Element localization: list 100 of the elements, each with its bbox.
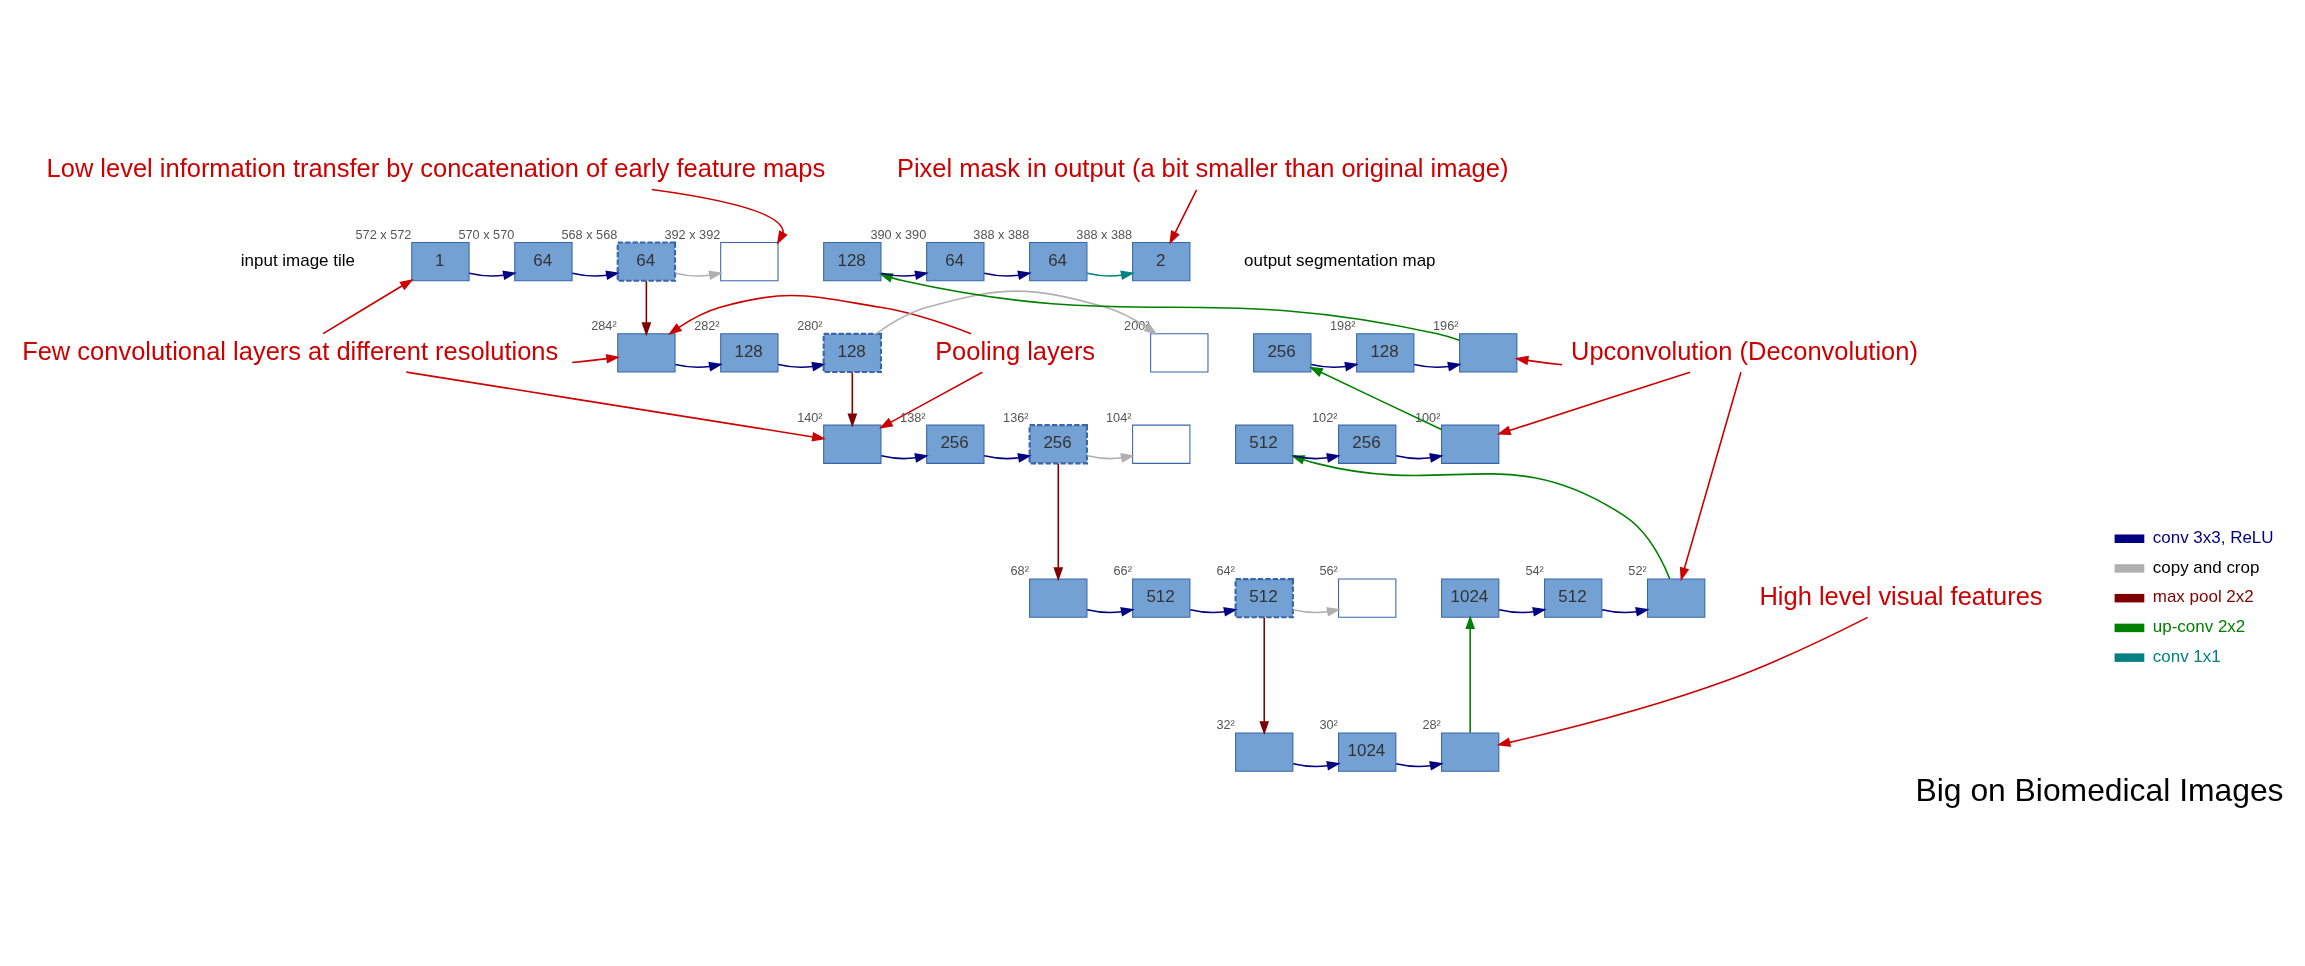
caption: Big on Biomedical Images — [1915, 771, 2284, 808]
arrow — [322, 278, 414, 335]
legend-label: max pool 2x2 — [2152, 587, 2254, 607]
node-label: 388 x 388 — [1076, 226, 1133, 242]
node-label: 56² — [1319, 563, 1338, 579]
arrow — [1310, 361, 1359, 372]
node-text: High level visual features — [1759, 581, 2043, 610]
node-bar — [1235, 732, 1294, 772]
node-label: 138² — [900, 409, 926, 425]
node-box: 128 — [822, 332, 883, 374]
arrow — [1292, 607, 1341, 617]
node-text: Low level information transfer by concatenation of early feature maps — [46, 153, 826, 182]
node-label: 100² — [1414, 409, 1441, 425]
arrow — [847, 371, 858, 428]
node-label: 66² — [1113, 563, 1132, 579]
node-box: 512 — [1235, 424, 1294, 464]
node-box: 256 — [1028, 424, 1088, 465]
node-box: 64 — [1029, 242, 1088, 282]
arrow — [1413, 361, 1462, 372]
arrow — [668, 294, 972, 335]
arrow — [1086, 453, 1135, 463]
node-box: 2 — [1132, 242, 1191, 282]
label: input image tile — [240, 250, 355, 270]
node-label: 388 x 388 — [973, 226, 1030, 242]
legend-label: up-conv 2x2 — [2152, 616, 2246, 636]
node-box: 256 — [1338, 424, 1397, 464]
arrow — [651, 188, 788, 245]
arrow — [571, 270, 620, 281]
node-label: 390 x 390 — [870, 226, 927, 242]
arrow — [1679, 371, 1742, 582]
node-text: Upconvolution (Deconvolution) — [1571, 336, 1918, 365]
arrow — [1395, 761, 1444, 771]
node-label: 64² — [1216, 563, 1235, 579]
node-box: 512 — [1132, 578, 1191, 618]
legend-label: copy and crop — [2152, 557, 2260, 577]
arrow — [880, 453, 929, 463]
node-label: 568 x 568 — [561, 226, 618, 242]
arrow — [1169, 189, 1198, 245]
node-box — [1338, 578, 1397, 618]
node-bar — [617, 333, 676, 373]
node-box: 1024 — [1338, 732, 1397, 772]
node-label: 32² — [1216, 717, 1235, 733]
node-bar — [1441, 424, 1500, 464]
node-box: 128 — [823, 242, 882, 282]
node-box — [1132, 424, 1191, 464]
node-box — [720, 242, 779, 282]
arrow — [405, 371, 826, 442]
node-text: Few convolutional layers at different resolutions — [22, 336, 559, 365]
arrow — [1259, 616, 1270, 736]
arrow — [1309, 366, 1443, 431]
node-box: 256 — [1253, 333, 1312, 373]
arrow — [641, 280, 652, 337]
arrow — [983, 453, 1032, 463]
arrow — [468, 270, 517, 281]
node-box: 128 — [1356, 333, 1415, 373]
node-label: 28² — [1422, 717, 1441, 733]
node-box: 512 — [1543, 578, 1603, 618]
label: output segmentation map — [1244, 250, 1436, 270]
node-label: 102² — [1312, 409, 1338, 425]
arrow — [1496, 616, 1869, 747]
legend-label: conv 3x3, ReLU — [2152, 527, 2274, 547]
arrow — [1053, 462, 1064, 582]
arrow — [1514, 355, 1563, 366]
node-bar — [1441, 732, 1500, 772]
arrow — [1498, 607, 1547, 617]
node-box: 512 — [1234, 578, 1294, 619]
arrow — [879, 371, 984, 429]
node-bar — [823, 424, 882, 464]
node-box — [1150, 333, 1209, 373]
node-box: 256 — [926, 424, 985, 464]
arrow — [1189, 607, 1238, 617]
arrow — [1496, 371, 1691, 435]
node-bar — [1029, 578, 1088, 618]
node-box: 64 — [926, 242, 985, 282]
node-box: 128 — [720, 333, 779, 373]
arrow — [1395, 453, 1444, 463]
node-label: 570 x 570 — [458, 226, 515, 242]
node-label: 140² — [797, 409, 823, 425]
node-label: 392 x 392 — [664, 226, 721, 242]
arrow — [674, 361, 723, 372]
node-text: Pixel mask in output (a bit smaller than original image) — [896, 153, 1509, 182]
node-label: 104² — [1106, 409, 1132, 425]
node-bar — [1646, 578, 1706, 618]
arrow — [1086, 270, 1135, 281]
arrow — [1601, 607, 1650, 617]
arrow — [983, 270, 1032, 281]
node-box: 64 — [514, 242, 573, 282]
arrow — [571, 353, 621, 364]
node-label: 136² — [1003, 409, 1029, 425]
node-text: Pooling layers — [935, 336, 1096, 365]
node-box: 1 — [411, 242, 470, 282]
node-box: 1024 — [1441, 578, 1500, 618]
arrow — [674, 270, 723, 281]
node-label: 30² — [1319, 717, 1338, 733]
node-label: 196² — [1433, 318, 1459, 334]
node-label: 68² — [1010, 563, 1029, 579]
node-label: 280² — [797, 318, 823, 334]
legend-label: conv 1x1 — [2152, 646, 2221, 666]
node-box: 64 — [616, 241, 677, 282]
node-label: 52² — [1628, 563, 1647, 579]
